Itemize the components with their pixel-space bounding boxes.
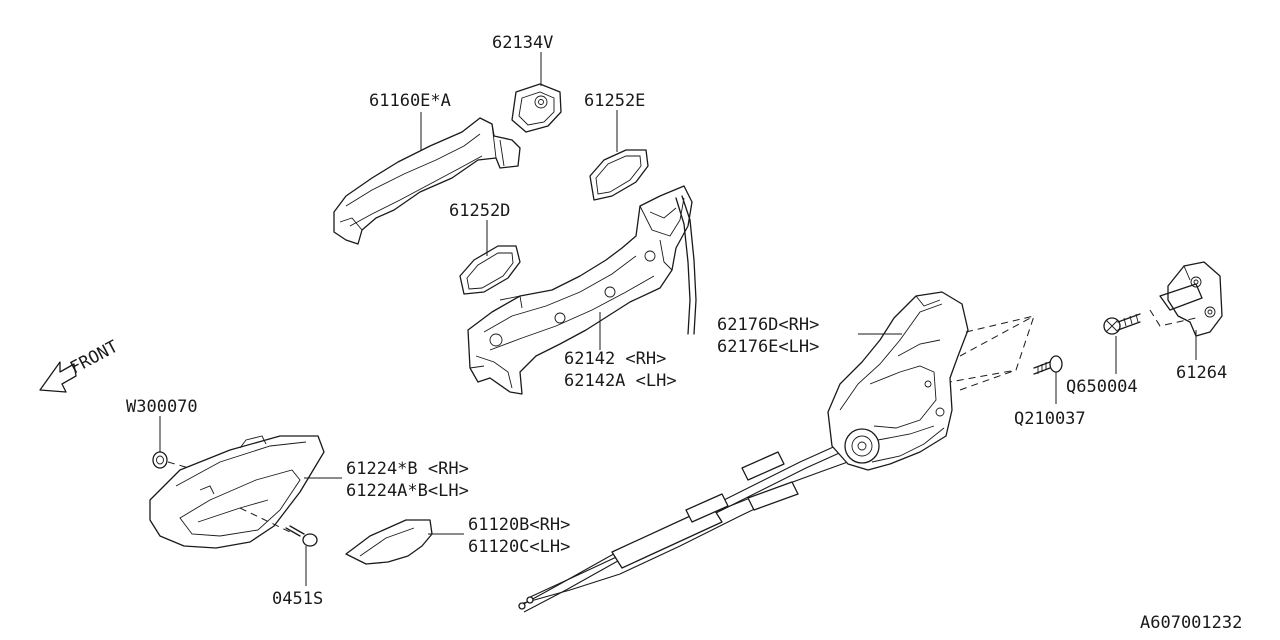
label-62134v: 62134V — [492, 33, 553, 53]
diagram-id: A607001232 — [1140, 613, 1242, 633]
label-61252d: 61252D — [449, 201, 510, 221]
part-61252d-pad[interactable] — [459, 245, 521, 295]
label-61264: 61264 — [1176, 363, 1227, 383]
part-w300070-clip[interactable] — [152, 451, 168, 469]
part-61120-cover[interactable] — [345, 519, 433, 565]
label-q650004: Q650004 — [1066, 377, 1138, 397]
part-61264-striker[interactable] — [1159, 261, 1223, 337]
label-62142-rh: 62142 <RH> — [564, 349, 666, 369]
part-0451s-screw[interactable] — [285, 525, 318, 547]
label-w300070: W300070 — [126, 397, 198, 417]
part-62176-door-latch[interactable] — [827, 291, 969, 471]
label-62176d-rh: 62176D<RH> — [717, 315, 819, 335]
label-61120b-rh: 61120B<RH> — [468, 515, 570, 535]
front-direction-arrow — [39, 361, 77, 393]
part-door-cables[interactable] — [518, 427, 887, 613]
label-61160e: 61160E*A — [369, 91, 451, 111]
dash-0451s — [239, 507, 291, 533]
part-q210037-bolt[interactable] — [1033, 355, 1063, 375]
front-label: FRONT — [67, 337, 122, 379]
part-62142-handle-frame[interactable] — [467, 185, 697, 395]
label-62142a-lh: 62142A <LH> — [564, 371, 677, 391]
dash-61264 — [1149, 309, 1197, 327]
label-62176e-lh: 62176E<LH> — [717, 337, 819, 357]
label-0451s: 0451S — [272, 589, 323, 609]
part-q650004-screw[interactable] — [1103, 313, 1141, 335]
label-61120c-lh: 61120C<LH> — [468, 537, 570, 557]
part-61160e-outer-handle[interactable] — [333, 117, 521, 245]
part-61224-inner-handle[interactable] — [149, 435, 325, 549]
label-q210037: Q210037 — [1014, 409, 1086, 429]
part-61252e-pad[interactable] — [589, 149, 649, 201]
part-62134v-cap[interactable] — [511, 83, 562, 133]
latch-alignment-dashes — [949, 315, 1035, 391]
label-61252e: 61252E — [584, 91, 645, 111]
label-61224b-rh: 61224*B <RH> — [346, 459, 469, 479]
label-61224ab-lh: 61224A*B<LH> — [346, 481, 469, 501]
